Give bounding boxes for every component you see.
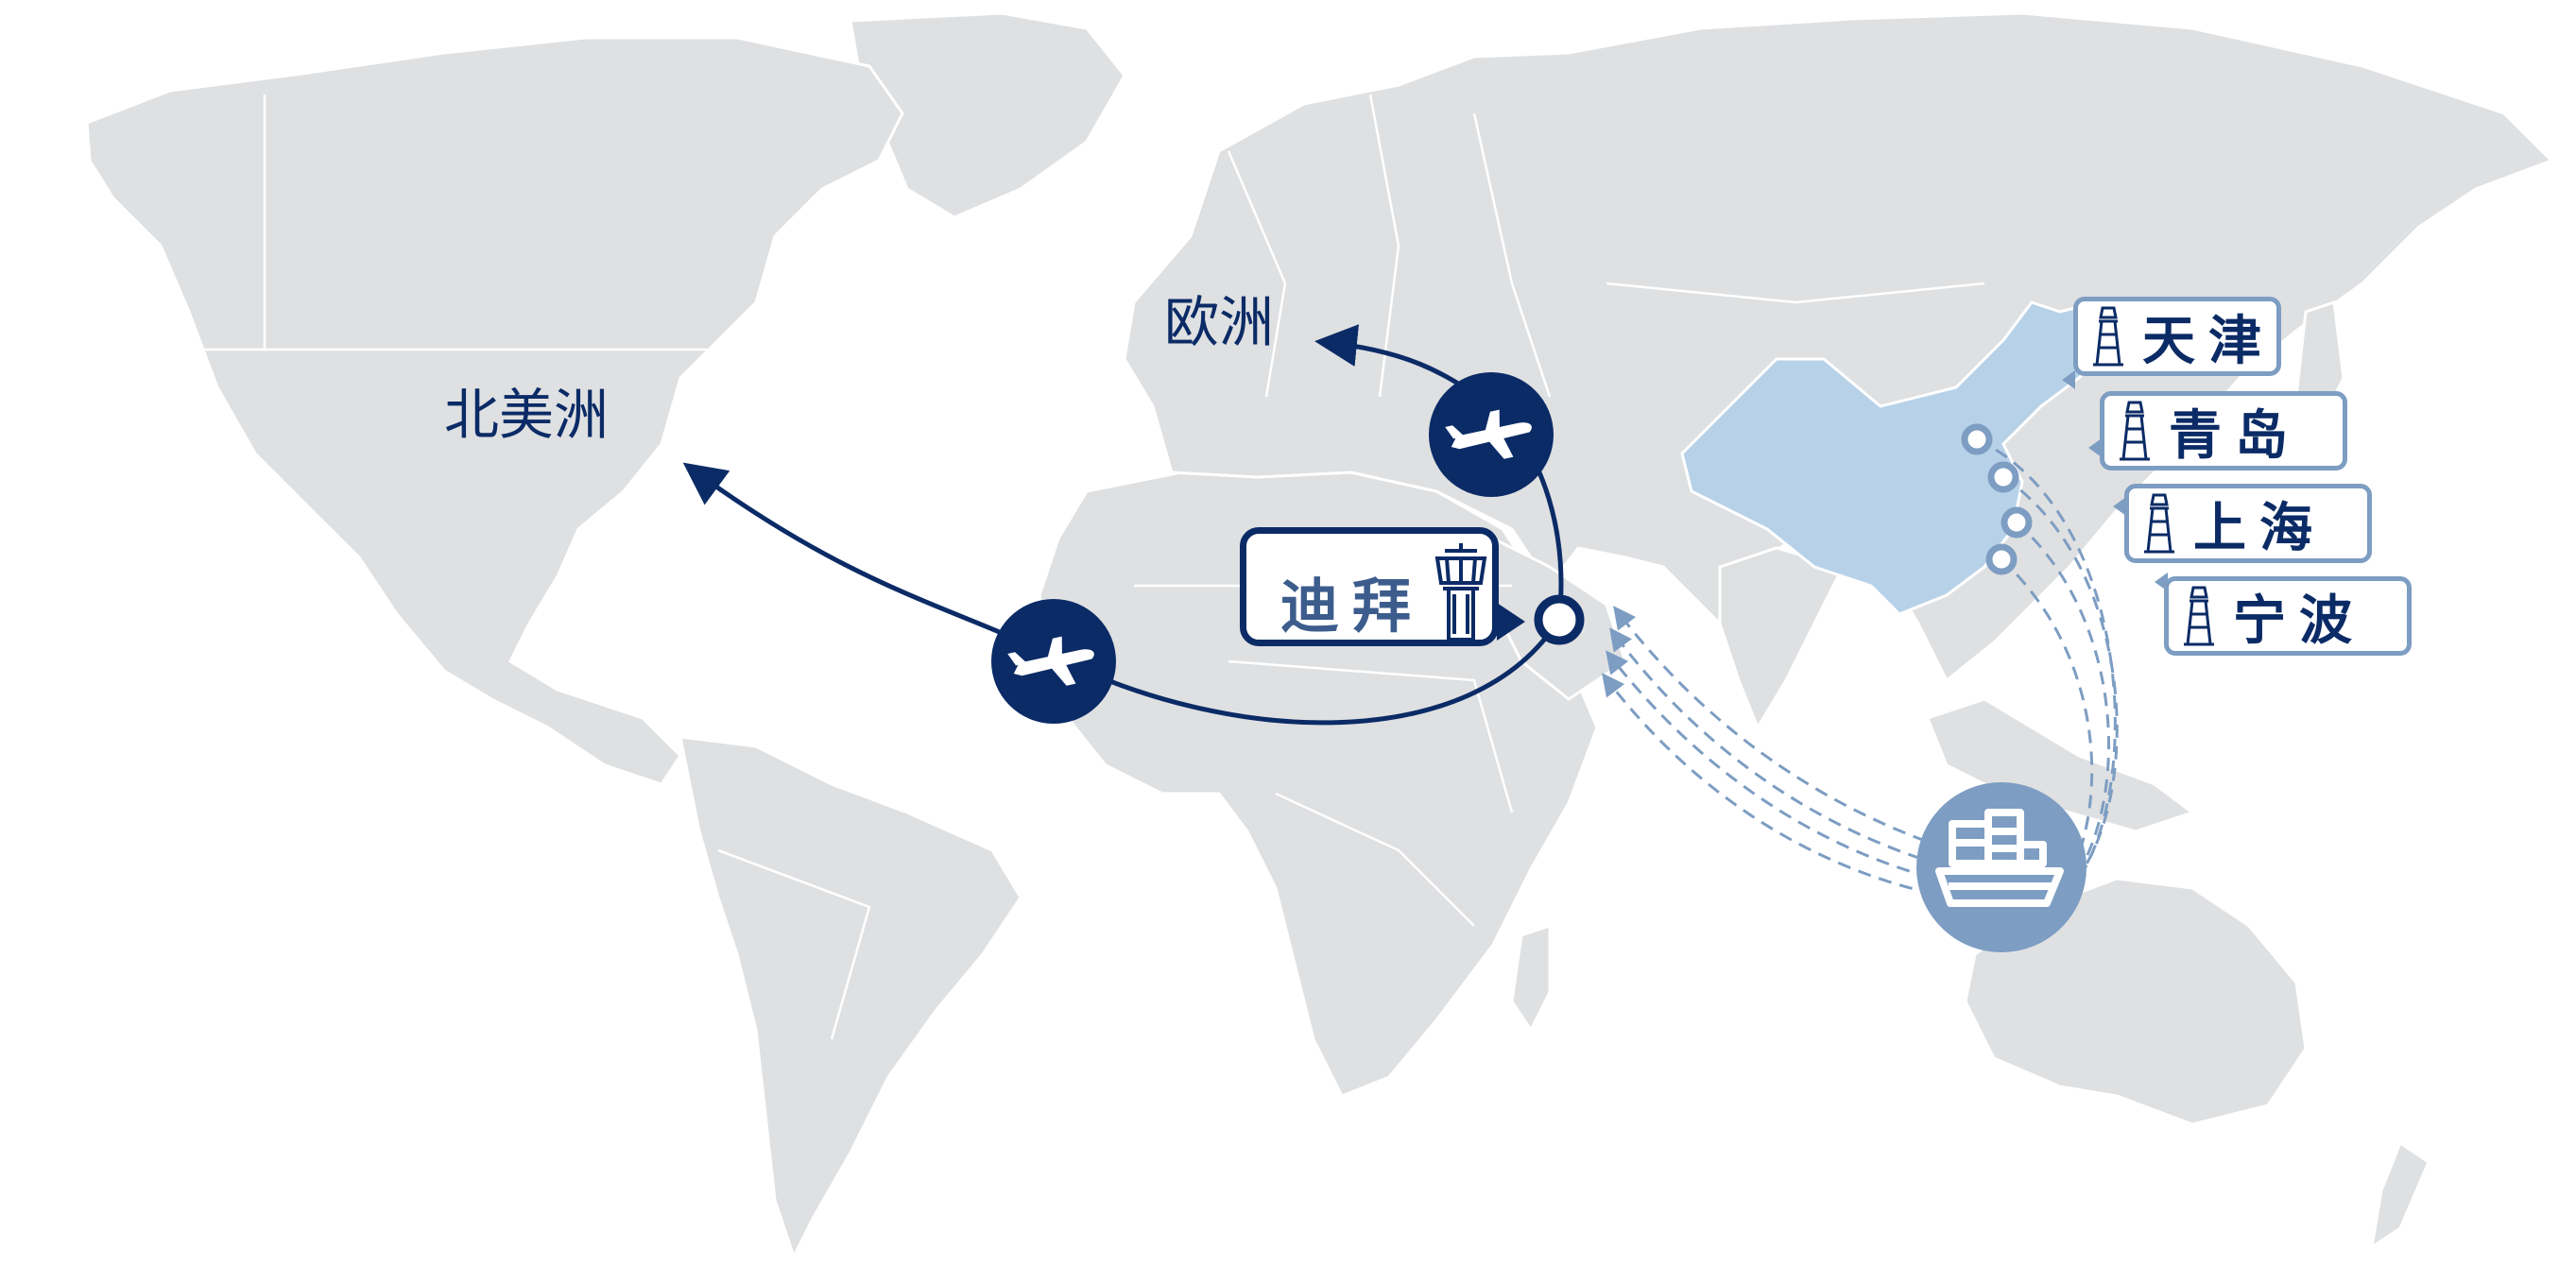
airplane-icon bbox=[1445, 409, 1532, 459]
port-dot-qingdao bbox=[1987, 461, 2019, 493]
china-highlight bbox=[1680, 300, 2119, 616]
port-label-pointer bbox=[2113, 497, 2126, 516]
port-dots bbox=[1961, 423, 2033, 575]
ship-badge bbox=[1916, 782, 2087, 952]
hub-name: 迪拜 bbox=[1280, 572, 1425, 641]
madagascar bbox=[1510, 923, 1552, 1033]
north-america bbox=[85, 36, 904, 786]
lighthouse-icon bbox=[2184, 586, 2214, 646]
port-dot-tianjin bbox=[1961, 423, 1993, 455]
port-dot-shanghai bbox=[2001, 506, 2033, 539]
port-label-qingdao: 青岛 bbox=[2100, 391, 2347, 470]
lighthouse-icon bbox=[2144, 493, 2174, 554]
port-label-pointer bbox=[2088, 438, 2102, 457]
control-tower-icon bbox=[1434, 543, 1487, 642]
port-dot-ningbo bbox=[1985, 543, 2018, 575]
plane-badge-west bbox=[991, 599, 1116, 724]
region-label-north-america: 北美洲 bbox=[444, 383, 610, 447]
port-label-shanghai: 上海 bbox=[2124, 484, 2372, 563]
dubai-hub-marker bbox=[1534, 594, 1585, 645]
india bbox=[1718, 546, 1846, 731]
airplane-icon bbox=[1007, 636, 1094, 686]
port-name: 天津 bbox=[2142, 310, 2275, 372]
australia bbox=[1964, 877, 2308, 1126]
lighthouse-icon bbox=[2093, 306, 2123, 367]
port-name: 青岛 bbox=[2169, 404, 2301, 467]
cargo-ship-icon bbox=[1935, 809, 2064, 907]
port-name: 宁波 bbox=[2233, 590, 2365, 652]
plane-badge-north bbox=[1429, 372, 1554, 497]
port-label-ningbo: 宁波 bbox=[2164, 576, 2412, 656]
hub-label-pointer bbox=[1497, 603, 1525, 641]
port-name: 上海 bbox=[2193, 497, 2326, 559]
new-zealand bbox=[2369, 1140, 2430, 1251]
lighthouse-icon bbox=[2120, 401, 2150, 461]
sea-route-tianjin bbox=[1613, 437, 2117, 881]
port-label-tianjin: 天津 bbox=[2073, 297, 2281, 376]
port-label-pointer bbox=[2062, 370, 2075, 389]
region-label-europe: 欧洲 bbox=[1164, 290, 1275, 354]
south-america bbox=[678, 735, 1022, 1260]
dubai-hub-label: 迪拜 bbox=[1240, 527, 1499, 646]
